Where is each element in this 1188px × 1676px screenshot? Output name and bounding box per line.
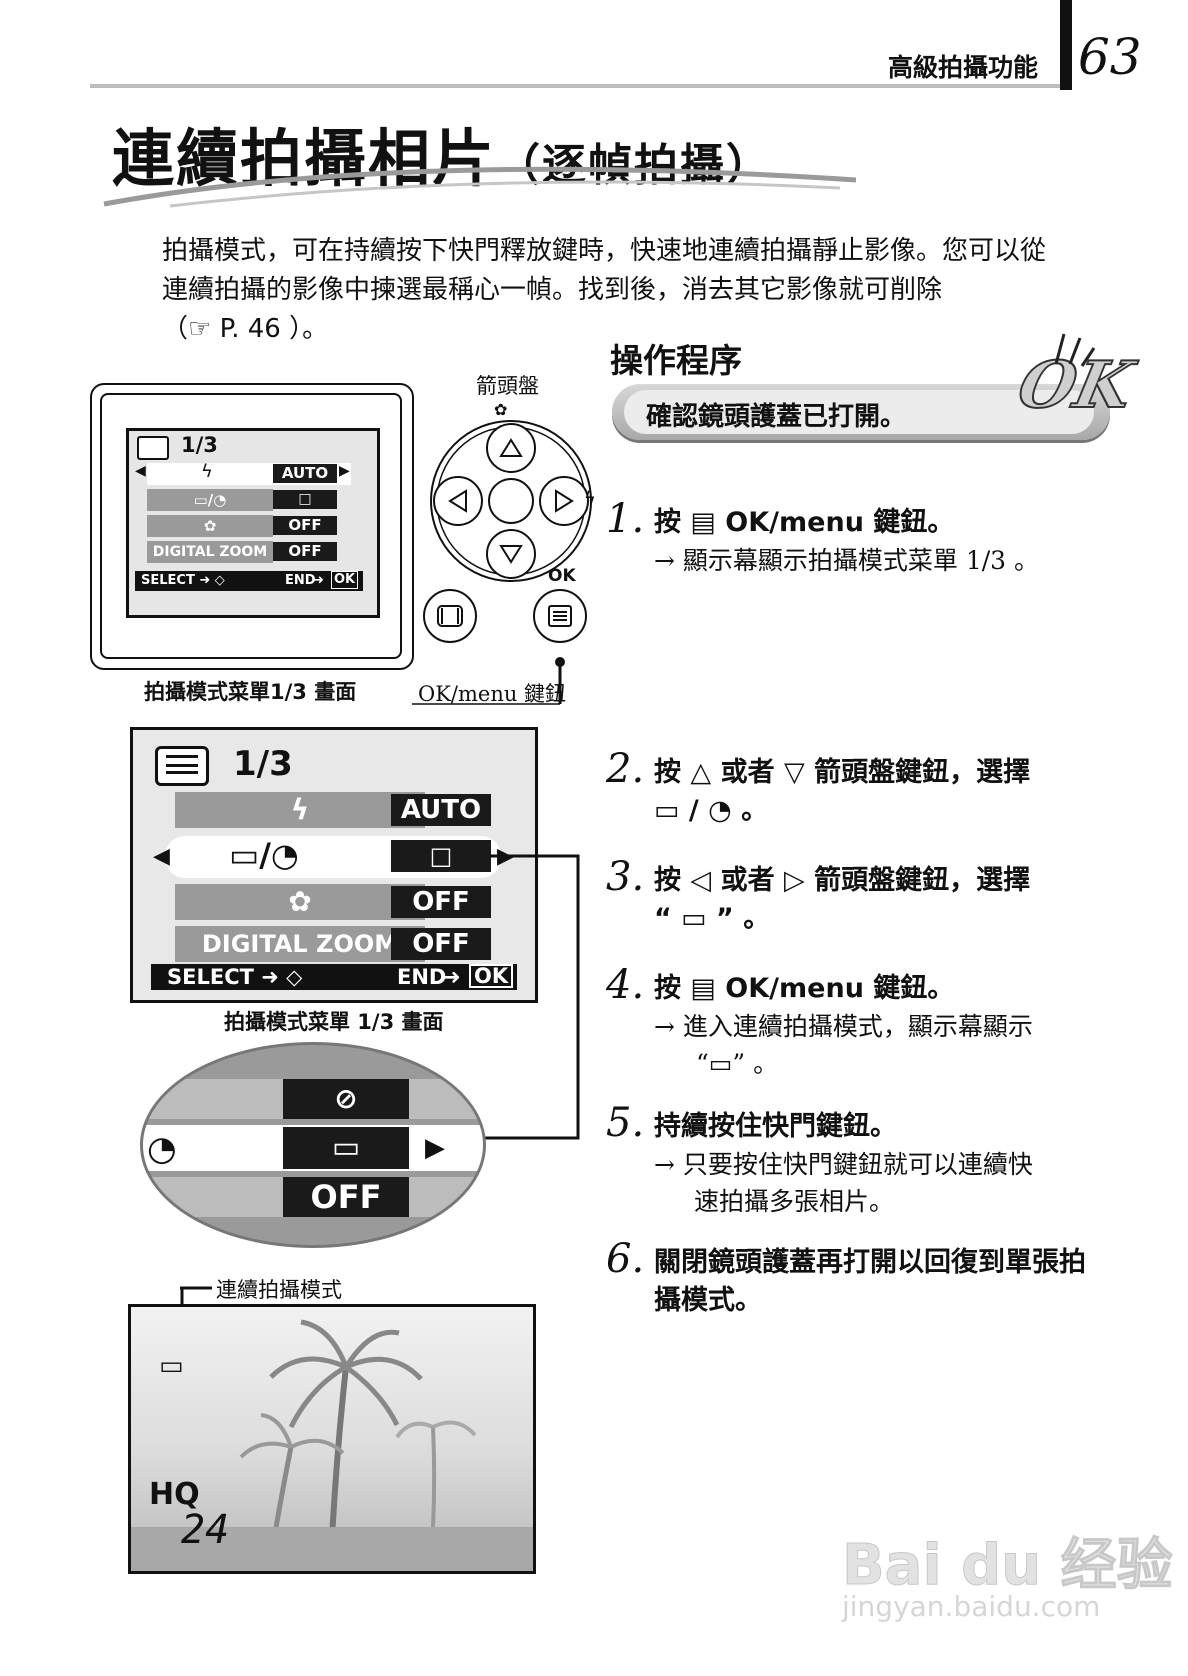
step-text: “ ▭ ” 。 — [654, 903, 771, 934]
footer-select: SELECT — [141, 573, 195, 588]
caption-sequential: 連續拍攝模式 — [216, 1278, 342, 1302]
ok-label: OK — [548, 566, 576, 586]
intro-line: 連續拍攝的影像中揀選最稱心一幀。找到後，消去其它影像就可削除 — [162, 275, 943, 305]
macro-icon: ✿ — [494, 400, 508, 419]
menu-icon — [155, 746, 209, 786]
ok-spark-icon — [1054, 333, 1096, 367]
connector-line — [462, 854, 580, 1140]
page-title: 連續拍攝相片（逐幀拍攝） — [112, 108, 772, 198]
step-text: 持續按住快門鍵鈕。 — [654, 1111, 897, 1142]
flash-off-icon: ⊘ — [283, 1079, 409, 1119]
flash-icon: ϟ — [584, 488, 596, 509]
ok-menu-button-icon[interactable] — [532, 588, 588, 644]
watermark-logo: Bai du 经验 — [842, 1533, 1174, 1599]
quality-label: HQ — [149, 1477, 200, 1512]
arrow-right-icon: ▶ — [425, 1133, 445, 1163]
selftimer-icon: ◔ — [147, 1129, 177, 1169]
step-number: 3. — [606, 854, 645, 900]
menu-page: 1/3 — [233, 744, 293, 784]
arrow-icon: ➜ ◇ — [261, 965, 303, 989]
watermark-url: jingyan.baidu.com — [842, 1590, 1101, 1623]
macro-icon: ✿ — [175, 884, 425, 920]
step-number: 6. — [606, 1236, 645, 1282]
arrow-left-icon: ◀ — [135, 463, 146, 479]
arrow-icon: ➜ — [443, 965, 461, 989]
menu-footer: SELECT ➜ ◇ END ➜ OK — [151, 964, 517, 990]
sequential-mode-icon: ▭ — [159, 1351, 184, 1381]
drive-selftimer-icon: ▭/◔ — [147, 489, 273, 511]
step-number: 5. — [606, 1100, 645, 1146]
remaining-shots: 24 — [181, 1507, 230, 1553]
menu-value: AUTO — [273, 464, 337, 483]
menu-label: DIGITAL ZOOM — [175, 926, 425, 962]
footer-ok: OK — [469, 964, 514, 988]
page-number: 63 — [1078, 28, 1142, 86]
caption-small-menu: 拍攝模式菜單1/3 畫面 — [144, 680, 357, 704]
menu-value: □ — [391, 840, 491, 872]
menu-label: DIGITAL ZOOM — [147, 541, 273, 563]
intro-ref: （☞ P. 46 ）。 — [162, 314, 329, 344]
step-sub: 速拍攝多張相片。 — [694, 1187, 895, 1216]
menu-icon — [137, 436, 169, 460]
step-number: 2. — [606, 746, 645, 792]
flash-icon: ϟ — [201, 461, 213, 482]
footer-select: SELECT — [167, 965, 254, 989]
arrow-right-icon: ▶ — [339, 463, 350, 479]
menu-footer: SELECT ➜ ◇ END ➜ OK — [135, 571, 363, 591]
section-title: 高級拍攝功能 — [888, 53, 1039, 82]
footer-end: END — [397, 965, 447, 989]
ok-menu-button-label: OK/menu 鍵鈕 — [418, 682, 567, 706]
header-bar — [1060, 0, 1072, 90]
palm-tree-scene — [131, 1319, 533, 1571]
header-rule — [90, 84, 1066, 88]
step-sub: “▭” 。 — [696, 1049, 779, 1078]
flash-icon: ϟ — [175, 792, 425, 828]
display-button-icon[interactable] — [422, 588, 478, 644]
lcd-menu-large: 1/3 ϟ AUTO ◀ ▭/◔ □ ▶ ✿ OFF DIGITAL ZOOM … — [130, 727, 538, 1003]
footer-end: END — [285, 573, 316, 588]
step-text: 按 ▤ OK/menu 鍵鈕。 — [654, 973, 955, 1004]
lcd-menu-small: 1/3 ◀ ϟ AUTO ▶ ▭/◔ □ ✿ OFF DIGITAL ZOOM … — [126, 428, 380, 618]
check-pill-inner — [624, 390, 1094, 434]
off-option: OFF — [283, 1177, 409, 1217]
arrow-icon: ➜ ◇ — [199, 573, 225, 588]
step-sub: → 只要按住快門鍵鈕就可以連續快 — [654, 1150, 1033, 1179]
camera-lcd-bezel — [100, 393, 402, 659]
menu-value: AUTO — [391, 794, 491, 826]
title-main: 連續拍攝相片 — [112, 122, 497, 195]
drive-selftimer-icon: ▭/◔ — [229, 836, 299, 874]
title-swoosh — [103, 166, 857, 208]
menu-value: OFF — [273, 516, 337, 535]
procedure-heading: 操作程序 — [610, 341, 742, 380]
lcd-photo: ▭ HQ 24 — [128, 1304, 536, 1574]
step-text: 攝模式。 — [654, 1285, 762, 1316]
arrow-icon: ➜ — [313, 573, 324, 588]
step-sub: → 進入連續拍攝模式，顯示幕顯示 — [654, 1012, 1033, 1041]
step-text: 關閉鏡頭護蓋再打開以回復到單張拍 — [654, 1247, 1086, 1278]
step-text: ▭ / ◔ 。 — [654, 795, 769, 826]
arrow-dial — [430, 420, 592, 582]
caption-big-menu: 拍攝模式菜單 1/3 畫面 — [224, 1010, 444, 1034]
menu-page: 1/3 — [181, 433, 218, 457]
sequential-icon: ▭ — [283, 1127, 409, 1169]
callout-line — [412, 657, 565, 705]
check-text: 確認鏡頭護蓋已打開。 — [646, 402, 907, 432]
step-sub: → 顯示幕顯示拍攝模式菜單 1/3 。 — [654, 546, 1040, 575]
step-number: 4. — [606, 962, 645, 1008]
intro-paragraph: 拍攝模式，可在持續按下快門釋放鍵時，快速地連續拍攝靜止影像。您可以從 連續拍攝的… — [162, 232, 1102, 349]
step-text: 按 ▤ OK/menu 鍵鈕。 — [654, 507, 955, 538]
dial-label: 箭頭盤 — [476, 374, 539, 398]
menu-value: OFF — [391, 886, 491, 918]
macro-icon: ✿ — [147, 515, 273, 537]
menu-value: OFF — [273, 542, 337, 561]
step-text: 按 △ 或者 ▽ 箭頭盤鍵鈕，選擇 — [654, 757, 1031, 788]
footer-ok: OK — [331, 571, 359, 589]
arrow-left-icon: ◀ — [153, 844, 170, 869]
menu-value: OFF — [391, 928, 491, 960]
step-number: 1. — [606, 496, 645, 542]
zoom-detail: ⊘ ◔ ▭ ▶ OFF — [140, 1042, 486, 1248]
intro-line: 拍攝模式，可在持續按下快門釋放鍵時，快速地連續拍攝靜止影像。您可以從 — [162, 236, 1047, 266]
step-text: 按 ◁ 或者 ▷ 箭頭盤鍵鈕，選擇 — [654, 865, 1031, 896]
menu-value: □ — [273, 490, 337, 509]
